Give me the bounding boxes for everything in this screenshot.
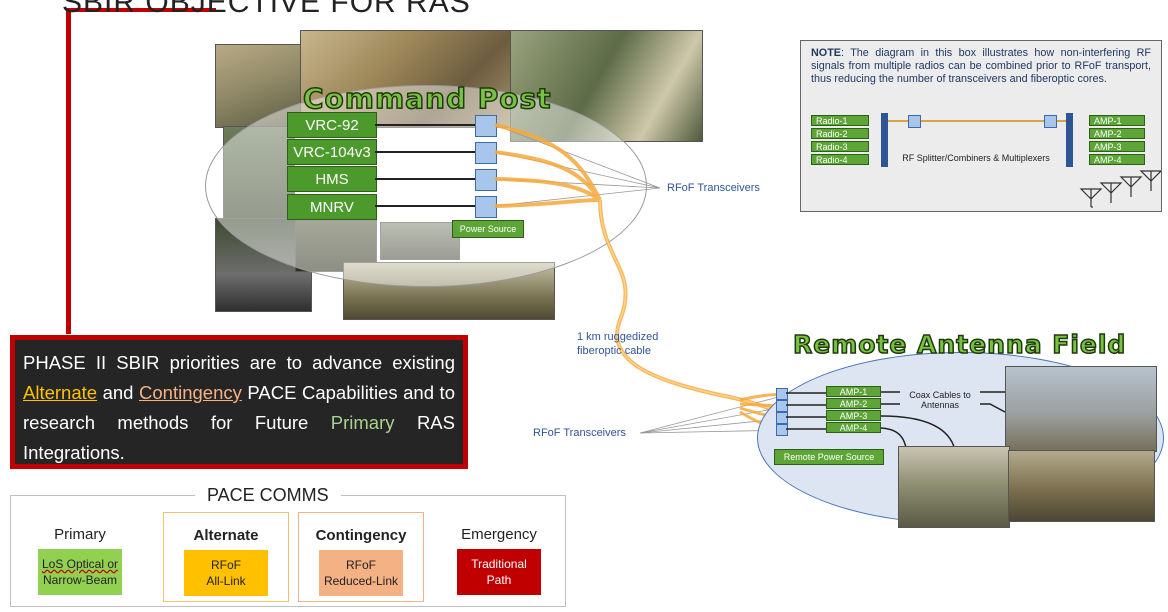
pace-alternate: Alternate RFoF All-Link (163, 512, 289, 602)
radio-mnrv: MNRV (287, 194, 377, 220)
priorities-part3: RAS Integrations. (23, 412, 455, 463)
link-line-3 (375, 178, 475, 180)
note-box: NOTE: The diagram in this box illustrate… (800, 40, 1162, 212)
power-source: Power Source (452, 220, 524, 238)
note-radio-2: Radio-2 (811, 128, 869, 139)
note-mux-right (1066, 113, 1073, 167)
rfof-label-bottom: RFoF Transceivers (533, 427, 626, 439)
pace-contingency-line1: RFoF (346, 558, 376, 572)
vehicle-antenna-photo (1008, 450, 1155, 522)
note-antenna-icons (1079, 170, 1161, 208)
remote-trx-4 (776, 424, 788, 436)
pace-alternate-line1: RFoF (211, 558, 241, 572)
pace-emergency-line2: Path (486, 573, 512, 587)
coax-label: Coax Cables to Antennas (900, 390, 980, 410)
note-trx-left (908, 115, 921, 128)
pace-emergency-line1: Traditional (471, 557, 527, 571)
note-amp-3: AMP-3 (1089, 141, 1145, 152)
pace-alternate-chip: RFoF All-Link (184, 550, 268, 596)
antenna-tower-photo (1005, 366, 1157, 452)
remote-amp-2: AMP-2 (826, 398, 881, 409)
remote-field-title: Remote Antenna Field (792, 329, 1127, 360)
note-radio-4: Radio-4 (811, 154, 869, 165)
page-title: SBIR OBJECTIVE FOR RAS (62, 0, 471, 19)
pace-primary-line2: Narrow-Beam (42, 573, 117, 587)
remote-amp-3: AMP-3 (826, 410, 881, 421)
link-line-2 (375, 151, 475, 153)
note-radio-3: Radio-3 (811, 141, 869, 152)
pace-primary-line1: LoS Optical or (41, 557, 119, 571)
radio-vrc104: VRC-104v3 (287, 139, 377, 165)
note-amp-4: AMP-4 (1089, 154, 1145, 165)
priorities-contingency: Contingency (139, 382, 242, 403)
priorities-and: and (97, 382, 140, 403)
priorities-primary: Primary (330, 412, 395, 433)
pace-primary: Primary LoS Optical or Narrow-Beam (25, 512, 135, 602)
link-line-1 (375, 124, 475, 126)
priorities-part2: PACE Capabilities and to research method… (23, 382, 455, 433)
radio-hms: HMS (287, 166, 377, 192)
command-post-title: Command Post (302, 81, 552, 116)
note-radio-1: Radio-1 (811, 115, 869, 126)
priorities-alternate: Alternate (23, 382, 98, 403)
radio-vrc92: VRC-92 (287, 112, 377, 138)
note-fiber (888, 120, 1066, 122)
remote-trx-1 (776, 388, 788, 400)
remote-amp-1: AMP-1 (826, 386, 881, 397)
note-trx-right (1044, 115, 1057, 128)
note-mux-left (881, 113, 888, 167)
remote-power-source: Remote Power Source (774, 449, 884, 465)
pace-contingency-line2: Reduced-Link (323, 574, 399, 588)
pace-emergency-chip: Traditional Path (457, 549, 541, 595)
pace-alternate-line2: All-Link (206, 574, 246, 588)
note-splitter-label: RF Splitter/Combiners & Multiplexers (902, 153, 1050, 163)
note-amp-2: AMP-2 (1089, 128, 1145, 139)
pace-primary-header: Primary (54, 526, 106, 543)
red-connector-horizontal (66, 8, 216, 12)
pace-contingency: Contingency RFoF Reduced-Link (298, 512, 424, 602)
note-amp-1: AMP-1 (1089, 115, 1145, 126)
priorities-text: PHASE II SBIR priorities are to advance … (23, 348, 455, 468)
priorities-box: PHASE II SBIR priorities are to advance … (10, 335, 468, 469)
pace-emergency-header: Emergency (461, 526, 537, 543)
note-text: NOTE: The diagram in this box illustrate… (811, 47, 1151, 86)
pace-title: PACE COMMS (195, 485, 341, 506)
remote-trx-2 (776, 400, 788, 412)
fiber-cable-label: 1 km ruggedized fiberoptic cable (577, 331, 659, 357)
pace-contingency-chip: RFoF Reduced-Link (319, 550, 403, 596)
pace-emergency: Emergency Traditional Path (440, 512, 558, 602)
pace-primary-chip: LoS Optical or Narrow-Beam (38, 549, 122, 595)
note-prefix: NOTE (811, 47, 841, 59)
pace-alternate-header: Alternate (193, 527, 259, 544)
red-connector-vertical (66, 8, 71, 334)
remote-trx-3 (776, 412, 788, 424)
link-line-4 (375, 205, 475, 207)
soldier-antenna-photo (898, 446, 1010, 528)
remote-amp-4: AMP-4 (826, 422, 881, 433)
pace-contingency-header: Contingency (315, 527, 407, 544)
rfof-label-top: RFoF Transceivers (667, 182, 760, 194)
priorities-part1: PHASE II SBIR priorities are to advance … (23, 352, 455, 373)
note-body: : The diagram in this box illustrates ho… (811, 47, 1151, 85)
